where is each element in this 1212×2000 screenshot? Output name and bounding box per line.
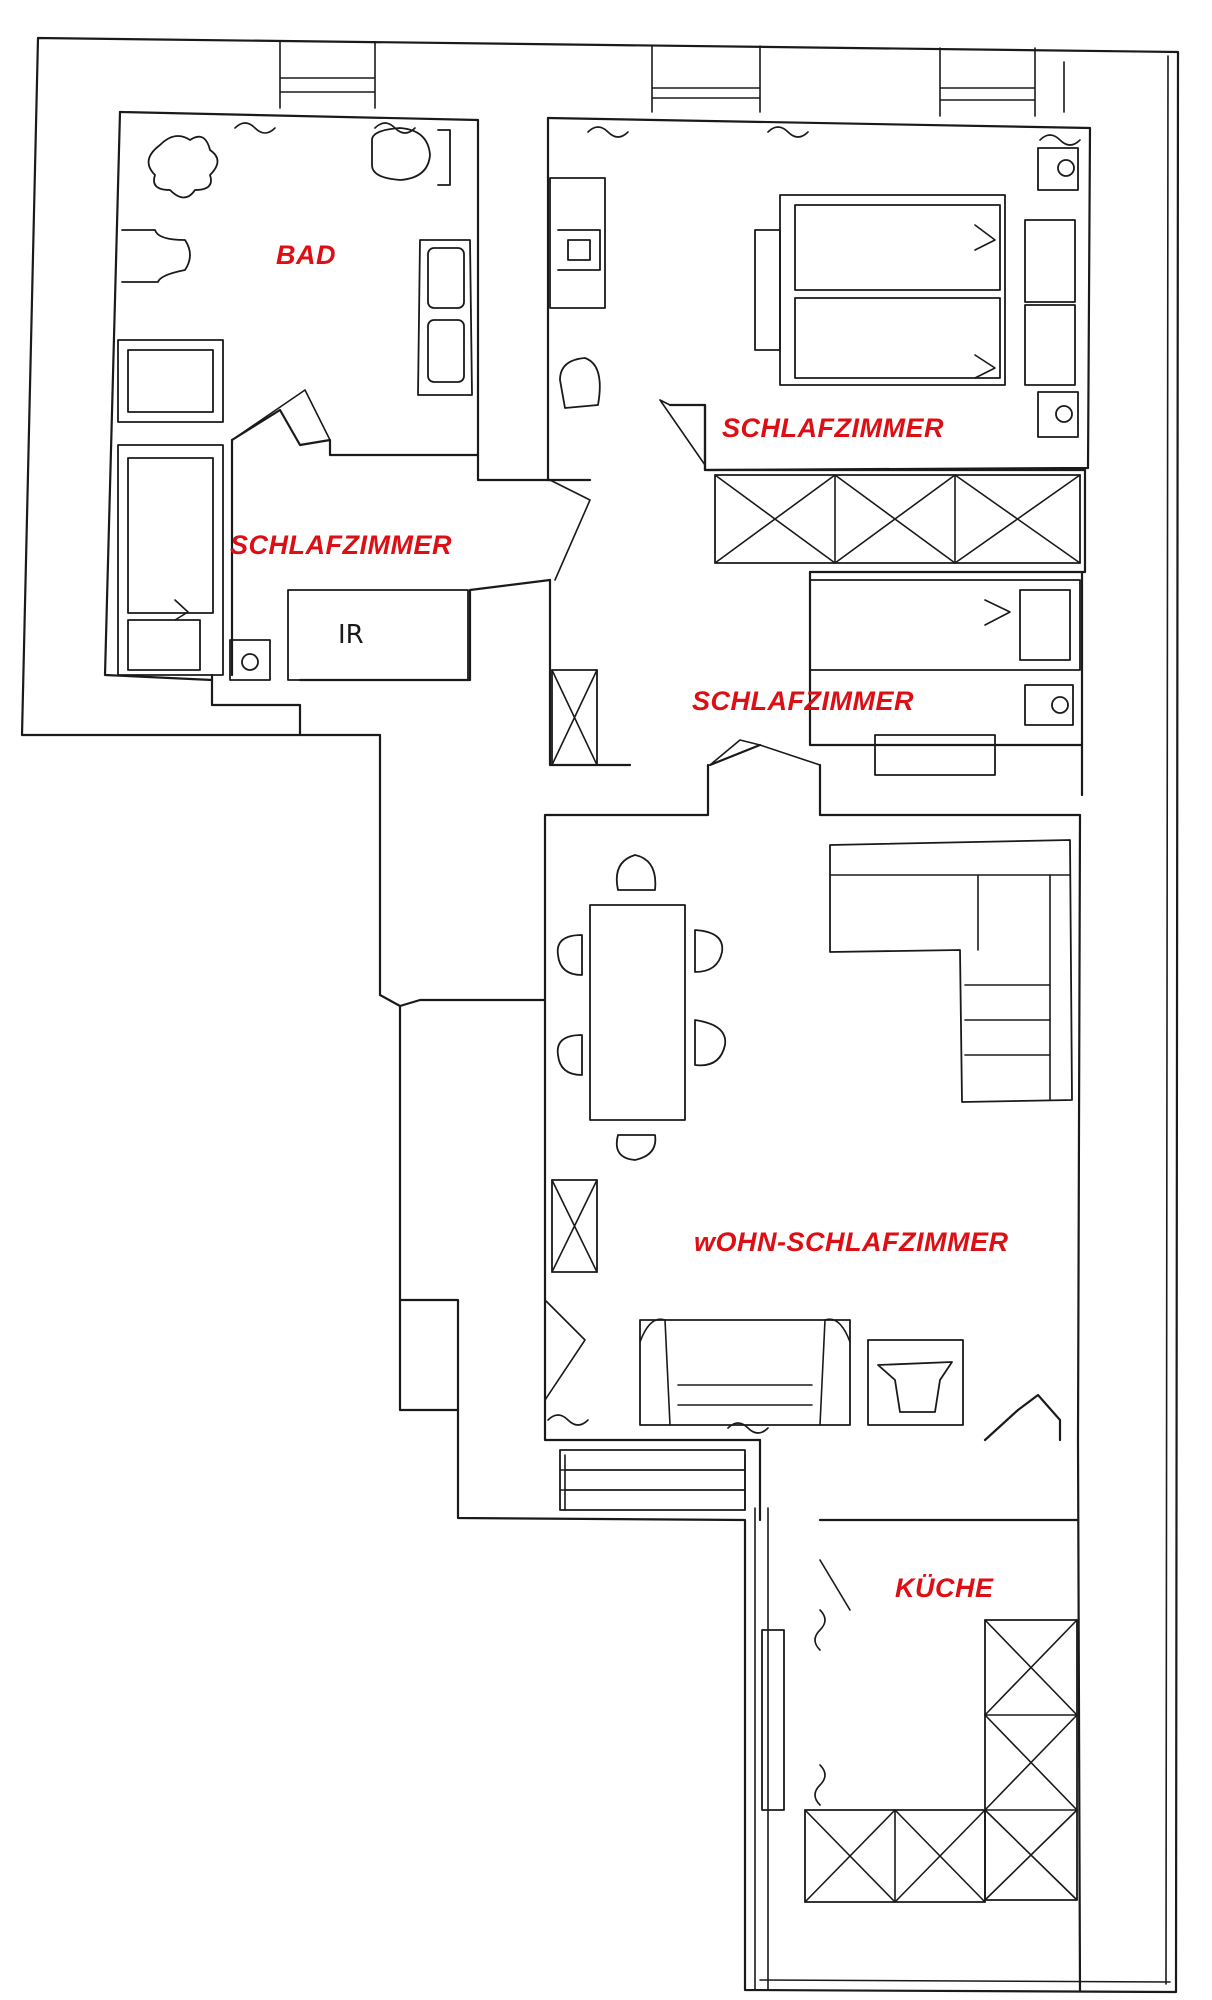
living-room-furniture — [551, 839, 1073, 1511]
bedroom-left-furniture — [117, 444, 469, 681]
radiators — [234, 122, 1081, 1806]
bathroom-fixtures — [117, 127, 473, 423]
ir-label: IR — [338, 620, 364, 650]
kitchen-furniture — [761, 1619, 1078, 1903]
room-label-schlafzimmer-middle: SCHLAFZIMMER — [692, 686, 914, 716]
interior-walls — [103, 110, 1092, 1992]
room-label-schlafzimmer-left: SCHLAFZIMMER — [230, 530, 452, 560]
doors — [231, 389, 851, 1611]
room-label-wohn-schlafzimmer: wOHN-SCHLAFZIMMER — [694, 1227, 1009, 1257]
bedroom-top-right-furniture — [549, 147, 1079, 438]
room-label-schlafzimmer-top-right: SCHLAFZIMMER — [722, 413, 944, 443]
bedroom-middle-furniture — [551, 579, 1081, 776]
window-openings — [279, 41, 1036, 1991]
wardrobe-row — [714, 474, 1081, 564]
room-label-kueche: KÜCHE — [895, 1573, 994, 1603]
exterior-walls — [20, 36, 1180, 1994]
room-label-bad: BAD — [276, 240, 336, 270]
